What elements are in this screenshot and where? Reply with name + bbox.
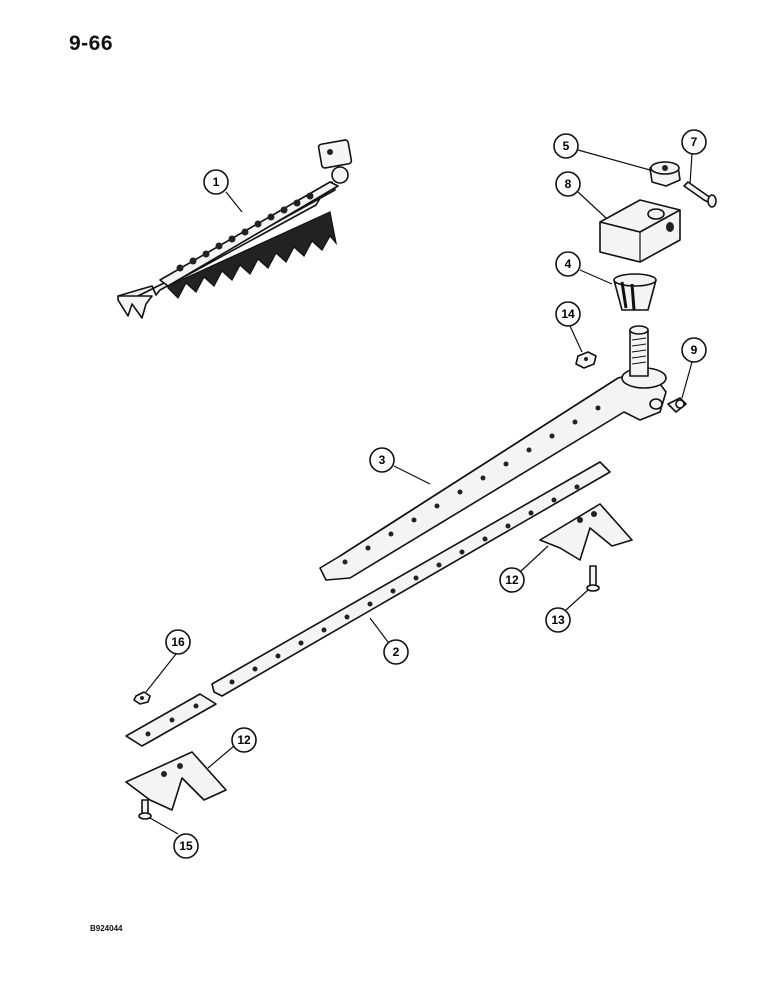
callout-16-label: 16 [171,635,185,649]
knife-assembly [117,139,353,319]
callout-14: 14 [555,301,583,353]
callout-13-label: 13 [551,613,565,627]
knife-head-block [599,199,681,263]
callout-2-label: 2 [393,645,400,659]
callout-5-label: 5 [563,139,570,153]
cotter-pin [683,181,717,208]
callout-12-upper: 12 [499,545,549,593]
callout-3: 3 [369,447,431,485]
lock-nut [575,351,597,369]
grease-fitting [667,397,687,413]
callout-9: 9 [681,337,707,399]
callout-12-lower-label: 12 [237,733,251,747]
callout-16: 16 [145,629,191,693]
page-number: 9-66 [69,32,114,55]
callout-13: 13 [545,589,589,633]
tapered-bushing [613,273,657,311]
callout-8-label: 8 [565,177,572,191]
callout-14-label: 14 [561,307,575,321]
callout-3-label: 3 [379,453,386,467]
callout-7-label: 7 [691,135,698,149]
knife-back-bar [125,461,611,747]
castle-nut [649,161,681,187]
knife-head-arm [319,325,667,581]
callout-7: 7 [681,129,707,185]
callout-8: 8 [555,171,607,219]
callout-15-label: 15 [179,839,193,853]
callout-2: 2 [369,617,409,665]
knife-section-upper [539,503,633,561]
knife-section-lower [125,751,227,811]
section-bolt-lower [138,799,152,820]
callout-1-label: 1 [213,175,220,189]
callout-4: 4 [555,251,613,285]
callout-9-label: 9 [691,343,698,357]
callout-15: 15 [149,817,199,859]
section-nut [133,691,151,705]
section-bolt-upper [586,565,600,592]
callout-12-upper-label: 12 [505,573,519,587]
callout-5: 5 [553,133,651,171]
callout-4-label: 4 [565,257,572,271]
callout-12-lower: 12 [207,727,257,769]
callout-1: 1 [203,169,243,213]
figure-code: B924044 [90,924,123,933]
